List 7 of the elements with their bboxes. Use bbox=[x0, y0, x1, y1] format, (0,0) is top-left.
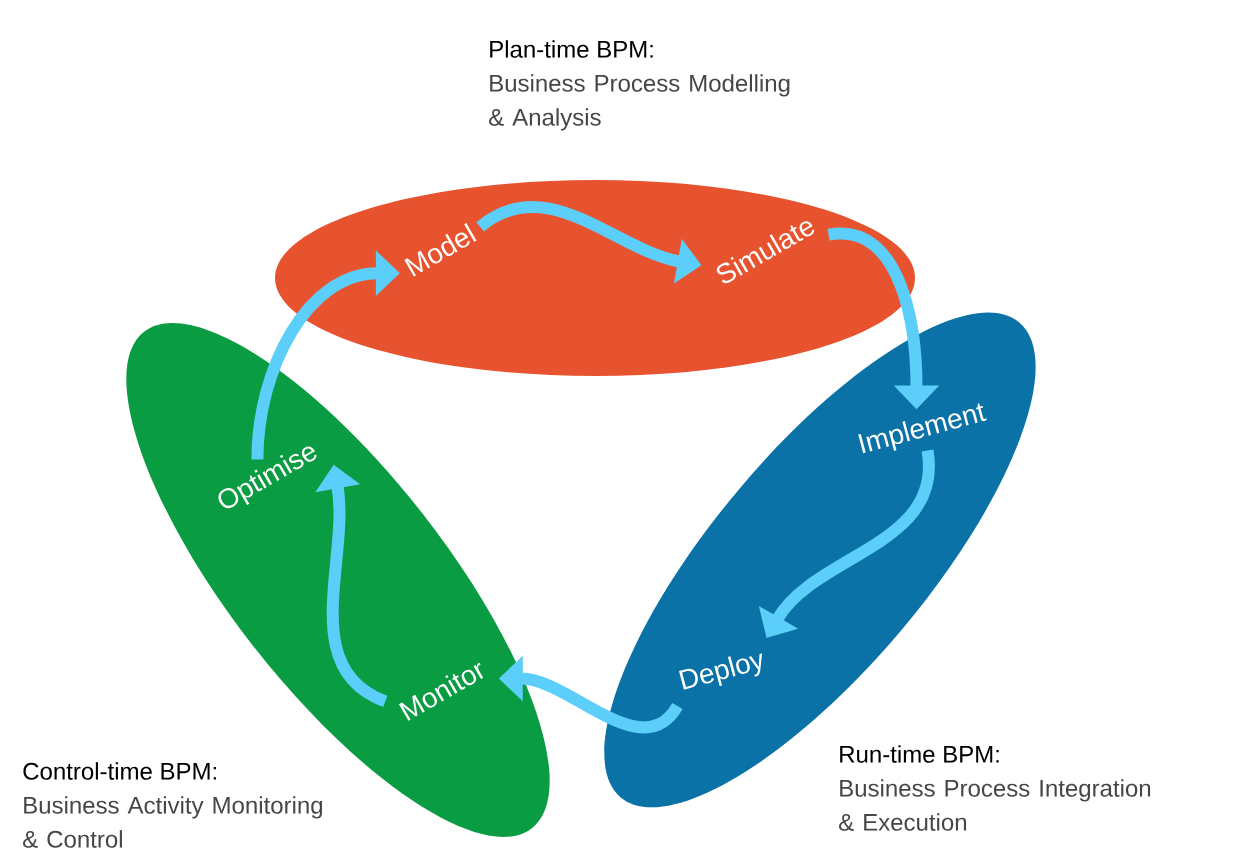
heading: Plan-time BPM: bbox=[490, 40, 653, 58]
heading: Run-time BPM: bbox=[840, 745, 999, 763]
description: Business Process Modelling & Analysis bbox=[489, 74, 790, 131]
description: Business Activity Monitoring & Control bbox=[23, 796, 323, 848]
description: Business Process Integration & Execution bbox=[839, 779, 1151, 831]
heading: Control-time BPM: bbox=[23, 762, 216, 780]
stage-label: Deploy bbox=[679, 653, 763, 690]
